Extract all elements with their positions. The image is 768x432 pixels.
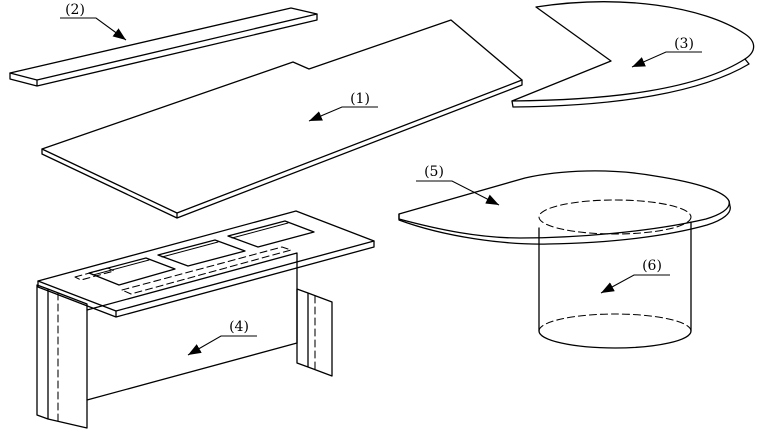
label-4-text: (4)	[229, 319, 249, 335]
drawer-cutout-depth-lines	[92, 222, 289, 276]
top-frame-thickness	[37, 240, 375, 318]
label-2: (2)	[60, 2, 127, 41]
label-6: (6)	[600, 258, 670, 294]
label-5-text: (5)	[424, 164, 444, 180]
curved-top-thickness	[398, 200, 731, 245]
cylinder-bottom-back-arc	[538, 313, 692, 332]
desk-right-leg	[296, 288, 333, 377]
plank-thickness-edges	[9, 13, 318, 87]
label-3-text: (3)	[674, 36, 694, 52]
part-1-desktop-panel	[41, 19, 523, 219]
cylinder-bottom-front-arc	[538, 330, 692, 349]
panel-thickness-edges	[41, 79, 523, 219]
part-5-curved-top	[398, 170, 731, 245]
top-frame-hidden-lines	[74, 246, 292, 295]
part-3-curved-panel	[511, 1, 755, 108]
label-3-leader	[631, 51, 702, 68]
desk-back-panel	[86, 252, 298, 401]
label-4-leader	[187, 335, 257, 356]
desk-left-leg	[36, 284, 88, 429]
label-3: (3)	[631, 36, 702, 68]
label-4: (4)	[187, 319, 257, 356]
label-5: (5)	[416, 164, 500, 206]
label-6-text: (6)	[642, 258, 662, 274]
desk-top-frame	[37, 210, 375, 318]
label-1-text: (1)	[350, 91, 370, 107]
fan-thickness-edge	[511, 58, 750, 108]
part-4-desk-frame	[36, 210, 375, 429]
label-1: (1)	[308, 91, 378, 122]
drawer-cutouts	[88, 220, 315, 286]
label-6-leader	[600, 274, 670, 294]
label-2-text: (2)	[65, 2, 85, 18]
left-leg-outline	[36, 284, 88, 429]
part-2-plank	[9, 7, 318, 87]
label-2-leader	[60, 17, 127, 41]
label-5-leader	[416, 180, 500, 206]
fan-top-face	[511, 1, 755, 102]
cylinder-top-rim-hidden	[538, 199, 692, 235]
back-panel-edges	[86, 252, 298, 401]
label-1-leader	[308, 106, 378, 122]
part-6-cylinder-pedestal	[538, 199, 692, 349]
